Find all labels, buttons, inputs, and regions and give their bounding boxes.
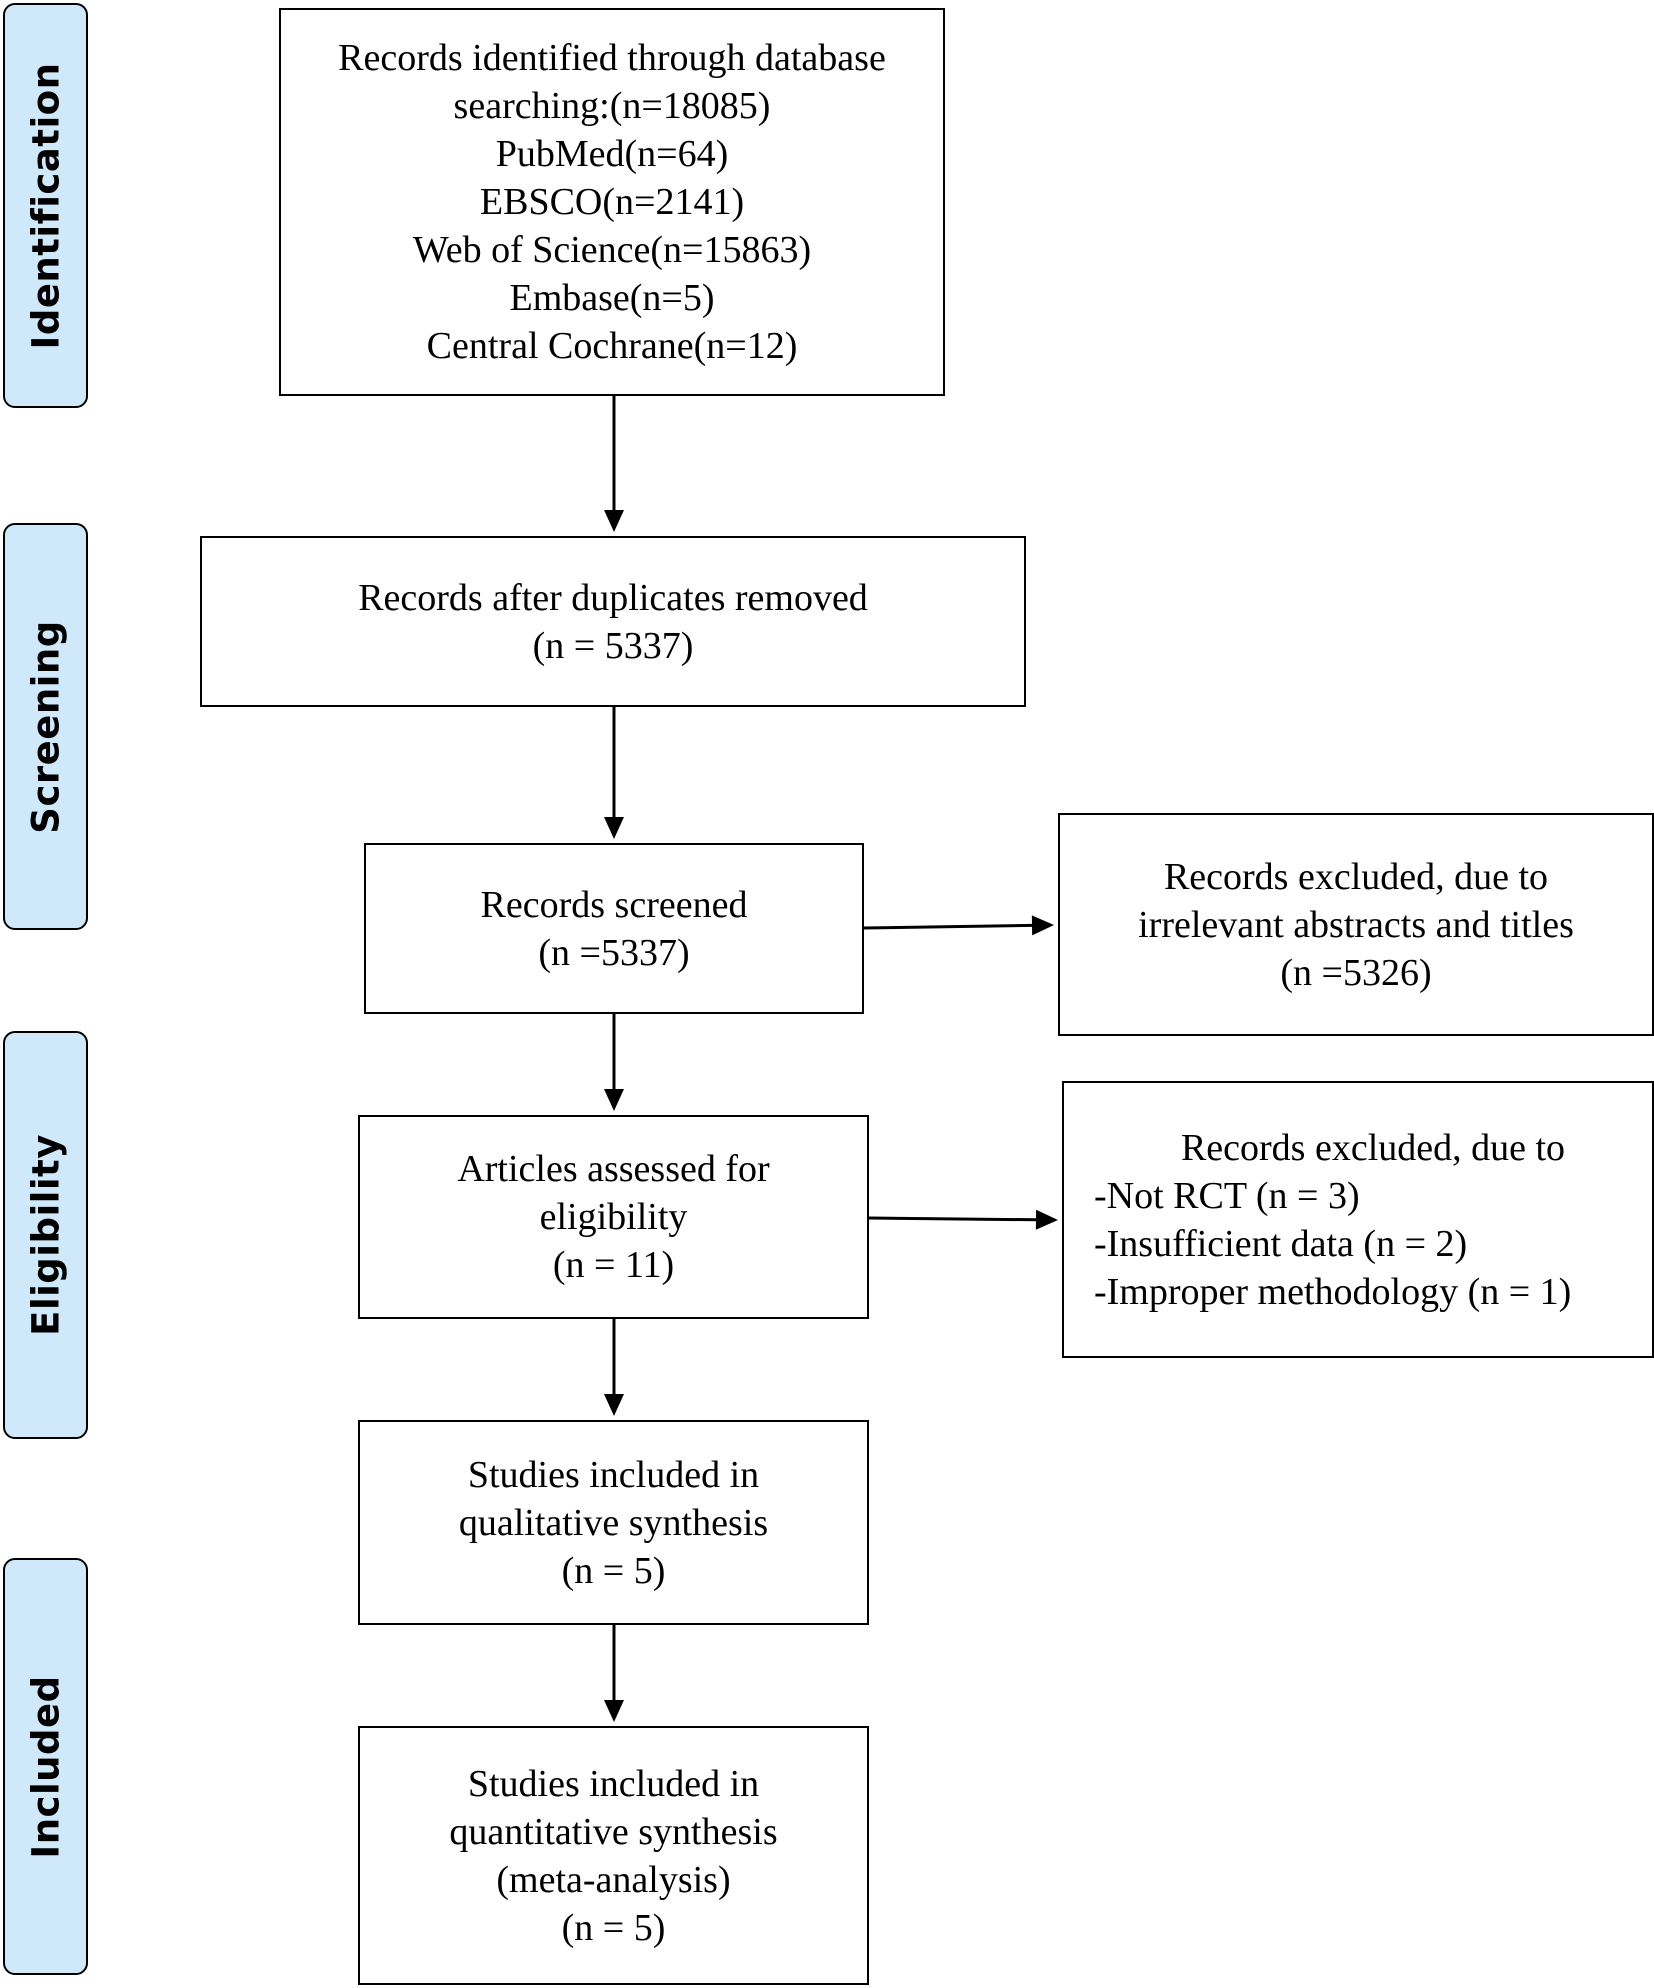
- excluded-screening-line-3: (n =5326): [1280, 951, 1432, 994]
- quantitative-line-4: (n = 5): [561, 1906, 666, 1949]
- box-records-excluded-eligibility: Records excluded, due to -Not RCT (n = 3…: [1062, 1081, 1654, 1358]
- identified-line-2: searching:(n=18085): [453, 85, 771, 127]
- identified-line-6: Embase(n=5): [509, 277, 715, 319]
- phase-screening: Screening: [3, 523, 88, 930]
- arrow-screened-to-eligibility: [604, 1014, 624, 1111]
- box-records-screened: Records screened (n =5337): [364, 843, 864, 1014]
- arrow-identified-to-duplicates: [604, 396, 624, 532]
- arrow-eligibility-to-excluded: [868, 1209, 1058, 1230]
- arrow-duplicates-to-screened: [604, 707, 624, 839]
- arrow-qualitative-to-quantitative: [604, 1625, 624, 1722]
- eligibility-line-1: Articles assessed for: [457, 1148, 770, 1190]
- identified-line-1: Records identified through database: [338, 37, 886, 79]
- qualitative-line-1: Studies included in: [467, 1453, 760, 1496]
- identified-line-3: PubMed(n=64): [495, 133, 729, 175]
- box-records-excluded-screening: Records excluded, due to irrelevant abst…: [1058, 813, 1654, 1036]
- screened-line-1: Records screened: [480, 883, 748, 926]
- box-articles-assessed: Articles assessed for eligibility (n = 1…: [358, 1115, 869, 1319]
- excluded-eligibility-line-1: Records excluded, due to: [1180, 1126, 1566, 1169]
- box-records-identified: Records identified through database sear…: [279, 8, 945, 396]
- quantitative-line-3: (meta-analysis): [496, 1858, 731, 1901]
- arrow-eligibility-to-qualitative: [604, 1319, 624, 1416]
- eligibility-line-2: eligibility: [539, 1196, 688, 1238]
- excluded-eligibility-line-4: -Improper methodology (n = 1): [1094, 1270, 1572, 1313]
- phase-included: Included: [3, 1558, 88, 1975]
- box-quantitative-synthesis: Studies included in quantitative synthes…: [358, 1726, 869, 1985]
- quantitative-line-1: Studies included in: [467, 1762, 760, 1805]
- quantitative-line-2: quantitative synthesis: [449, 1810, 778, 1853]
- identified-line-5: Web of Science(n=15863): [412, 229, 812, 271]
- excluded-screening-line-1: Records excluded, due to: [1163, 855, 1549, 898]
- phase-identification: Identification: [3, 3, 88, 408]
- qualitative-line-3: (n = 5): [561, 1549, 666, 1592]
- duplicates-line-1: Records after duplicates removed: [358, 576, 868, 619]
- excluded-screening-line-2: irrelevant abstracts and titles: [1138, 903, 1574, 946]
- qualitative-line-2: qualitative synthesis: [458, 1501, 769, 1544]
- eligibility-line-3: (n = 11): [552, 1244, 675, 1286]
- identified-line-4: EBSCO(n=2141): [479, 181, 745, 223]
- identified-line-7: Central Cochrane(n=12): [426, 325, 798, 367]
- box-records-after-duplicates: Records after duplicates removed (n = 53…: [200, 536, 1026, 707]
- excluded-eligibility-line-2: -Not RCT (n = 3): [1094, 1174, 1360, 1217]
- arrow-screened-to-excluded: [863, 915, 1054, 936]
- box-qualitative-synthesis: Studies included in qualitative synthesi…: [358, 1420, 869, 1625]
- phase-eligibility: Eligibility: [3, 1031, 88, 1439]
- excluded-eligibility-line-3: -Insufficient data (n = 2): [1094, 1222, 1468, 1265]
- duplicates-line-2: (n = 5337): [532, 624, 694, 667]
- screened-line-2: (n =5337): [538, 931, 690, 974]
